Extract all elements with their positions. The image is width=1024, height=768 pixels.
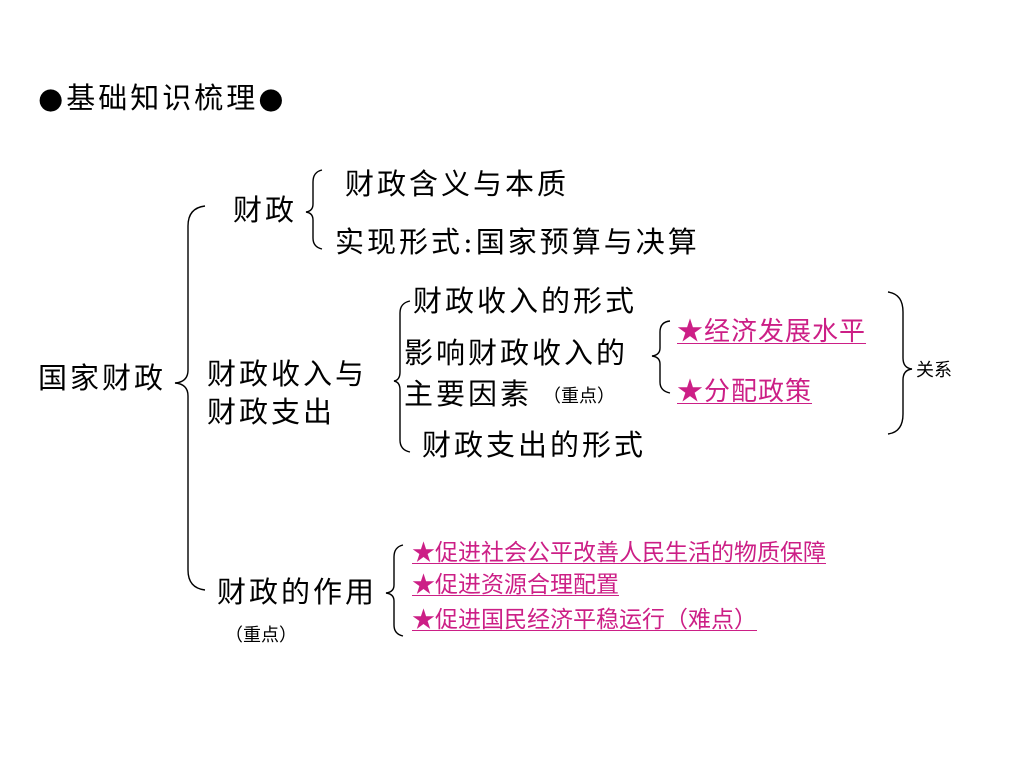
role-key-note: （重点） xyxy=(225,625,297,646)
factor-distribution-policy-link[interactable]: ★分配政策 xyxy=(677,377,813,407)
factors-item-line2: 主要因素 xyxy=(404,377,533,411)
factor-economic-development-link[interactable]: ★经济发展水平 xyxy=(677,317,867,347)
factors-brace xyxy=(651,320,671,394)
role-resource-allocation-link[interactable]: ★促进资源合理配置 xyxy=(412,572,619,598)
income-expense-brace xyxy=(393,300,411,453)
root-brace xyxy=(174,205,206,591)
expense-forms-item: 财政支出的形式 xyxy=(422,428,647,462)
branch-income-expense-label-line1: 财政收入与 xyxy=(207,357,368,391)
relation-label: 关系 xyxy=(916,360,952,381)
income-forms-item: 财政收入的形式 xyxy=(413,284,638,318)
role-brace xyxy=(385,544,404,637)
factors-item-line1: 影响财政收入的 xyxy=(404,336,629,370)
branch-role-label: 财政的作用 xyxy=(217,575,378,609)
section-heading: ●基础知识梳理● xyxy=(38,81,287,115)
relation-brace xyxy=(887,291,913,435)
finance-brace xyxy=(305,169,323,250)
branch-finance-label: 财政 xyxy=(233,193,298,227)
finance-meaning-item: 财政含义与本质 xyxy=(345,167,570,201)
branch-income-expense-label-line2: 财政支出 xyxy=(207,395,336,429)
factors-key-note: （重点） xyxy=(543,386,615,407)
role-social-fairness-link[interactable]: ★促进社会公平改善人民生活的物质保障 xyxy=(412,540,826,566)
root-node-national-finance: 国家财政 xyxy=(38,361,167,395)
finance-form-item: 实现形式:国家预算与决算 xyxy=(335,225,700,259)
role-stable-economy-link[interactable]: ★促进国民经济平稳运行（难点） xyxy=(412,607,757,633)
